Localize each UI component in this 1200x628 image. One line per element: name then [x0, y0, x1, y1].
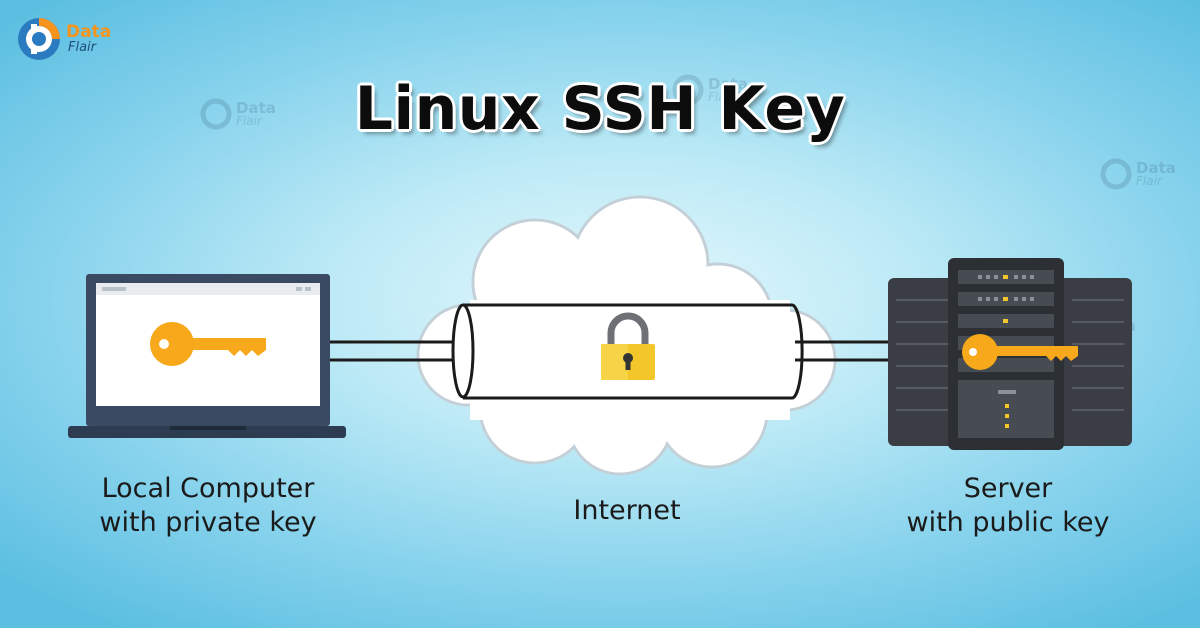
brand-logo: Data Flair [16, 16, 111, 62]
key-icon [150, 322, 266, 366]
logo-icon [18, 18, 60, 60]
local-computer-line-2: with private key [99, 507, 317, 538]
local-computer-label: Local Computer with private key [58, 472, 358, 540]
internet-label: Internet [527, 494, 727, 528]
laptop-icon [68, 274, 346, 438]
logo-text-flair: Flair [68, 40, 97, 55]
padlock-icon [601, 312, 655, 380]
key-icon [962, 334, 1078, 370]
server-line-1: Server [963, 473, 1053, 504]
page-title: Linux SSH Key [354, 74, 846, 144]
tunnel [451, 303, 804, 400]
server-icon [888, 258, 1132, 450]
internet-text: Internet [573, 495, 681, 526]
local-computer-line-1: Local Computer [101, 473, 315, 504]
logo-text-data: Data [66, 22, 112, 42]
cloud-icon [416, 195, 837, 476]
server-label: Server with public key [868, 472, 1148, 540]
server-line-2: with public key [906, 507, 1110, 538]
